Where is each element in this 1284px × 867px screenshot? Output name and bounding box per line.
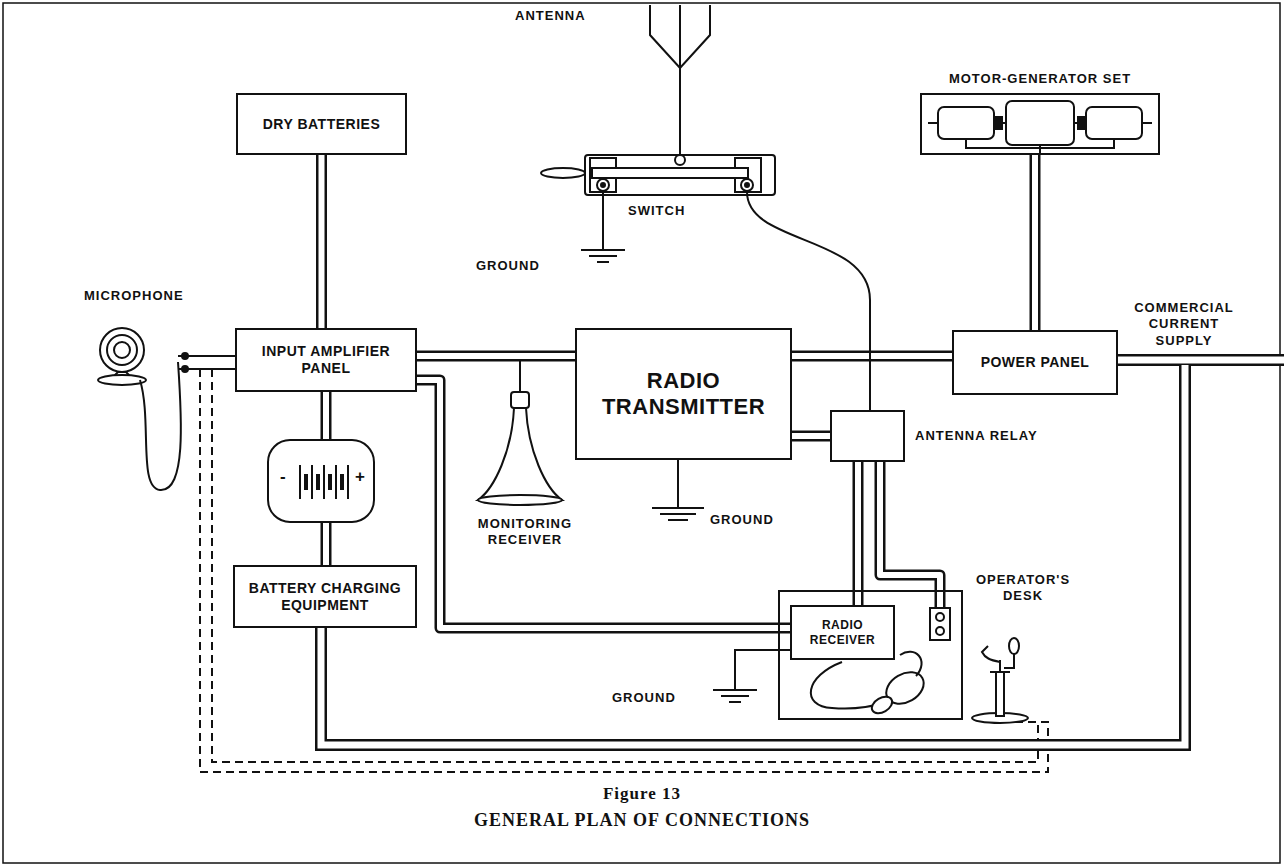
cable [880, 462, 940, 590]
cable-outline [792, 431, 830, 442]
figure-title: GENERAL PLAN OF CONNECTIONS [0, 810, 1284, 831]
cable-core [855, 462, 861, 605]
power-panel: POWER PANEL [952, 330, 1118, 395]
operator-desk: OPERATOR'S DESKRADIO RECEIVER [778, 590, 963, 720]
cable [792, 436, 830, 437]
antenna-label: ANTENNA [515, 8, 635, 24]
cable-outline [880, 462, 940, 590]
ground-label: GROUND [710, 512, 800, 528]
amplifier-panel: INPUT AMPLIFIER PANEL [235, 328, 417, 392]
headphones [811, 652, 930, 717]
ground-label: GROUND [476, 258, 566, 274]
motor-generator-box: MOTOR-GENERATOR SET [920, 93, 1160, 155]
box-heading: OPERATOR'S DESK [973, 572, 1073, 603]
monitoring-horn [478, 360, 562, 505]
box-label: POWER PANEL [977, 354, 1094, 371]
box-label: DRY BATTERIES [259, 116, 384, 133]
cable-outline [316, 155, 327, 328]
switch-ground-wire [581, 192, 625, 262]
box-label: BATTERY CHARGING EQUIPMENT [235, 580, 415, 614]
supply-label: COMMERCIAL CURRENT SUPPLY [1128, 300, 1240, 349]
monitor-label: MONITORING RECEIVER [460, 516, 590, 549]
cable [321, 155, 322, 328]
motor-generator-drawing [928, 101, 1152, 155]
battery-box: DRY BATTERIES [236, 93, 407, 155]
cable-core [792, 353, 952, 359]
antenna [650, 5, 710, 160]
knife-switch [541, 155, 775, 195]
ground-label: GROUND [612, 690, 702, 706]
microphone-label: MICROPHONE [84, 288, 204, 304]
polarity-sign: + [355, 466, 371, 487]
cable [417, 356, 575, 357]
cable [1035, 155, 1036, 330]
receiver-box: RADIO RECEIVER [790, 605, 895, 660]
transmitter-box: RADIO TRANSMITTER [575, 328, 792, 460]
cable-core [417, 353, 575, 359]
switch-label: SWITCH [628, 203, 718, 219]
cable-core [319, 155, 325, 328]
cable-outline [792, 351, 952, 362]
cable-outline [853, 462, 864, 605]
box-heading: MOTOR-GENERATOR SET [922, 71, 1158, 87]
supply-cable [321, 360, 1284, 745]
cable [792, 356, 952, 357]
transmitter-ground [652, 460, 704, 520]
polarity-sign: - [280, 466, 296, 487]
cable-core [792, 433, 830, 439]
microphone [98, 328, 235, 490]
cable-core [1032, 155, 1038, 330]
figure-number: Figure 13 [0, 784, 1284, 804]
cable-core [880, 462, 940, 590]
relay-box: ANTENNA RELAY [830, 410, 905, 462]
box-label: RADIO TRANSMITTER [577, 368, 790, 421]
cable-outline [417, 351, 575, 362]
box-label: INPUT AMPLIFIER PANEL [237, 343, 415, 377]
charging-box: BATTERY CHARGING EQUIPMENT [233, 565, 417, 628]
storage-battery [268, 440, 374, 522]
frame [3, 3, 1280, 863]
push-button-box [930, 590, 950, 640]
cable-outline [1030, 155, 1041, 330]
desk-telephone [972, 638, 1028, 723]
box-heading: ANTENNA RELAY [915, 428, 1095, 444]
box-label: RADIO RECEIVER [792, 618, 893, 647]
cable [858, 462, 859, 605]
